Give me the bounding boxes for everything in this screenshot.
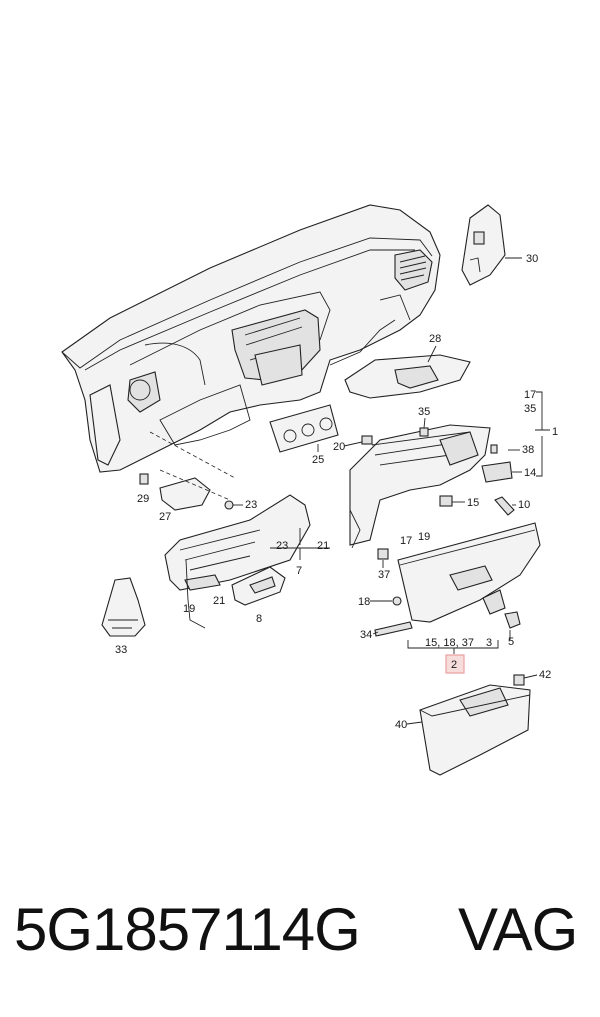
label-37: 37 [378,569,390,581]
callout-labels: 30 28 17 35 1 35 20 38 14 15 10 29 27 23… [115,253,558,731]
label-8: 8 [256,613,262,625]
leader-lines [233,417,538,725]
highlight-box [445,654,465,674]
label-38: 38 [522,444,534,456]
label-19-a: 19 [418,531,430,543]
label-14: 14 [524,467,536,479]
label-42: 42 [539,669,551,681]
label-34: 34 [360,629,372,641]
label-33: 33 [115,644,127,656]
small-parts [139,427,525,686]
label-29: 29 [137,493,149,505]
part-number: 5G1857114G [14,896,361,963]
label-28: 28 [429,333,441,345]
label-1: 1 [552,426,558,438]
storage-box [419,684,531,776]
parts-diagram: 30 28 17 35 1 35 20 38 14 15 10 29 27 23… [61,204,558,776]
label-5: 5 [508,636,514,648]
label-21-b: 21 [213,595,225,607]
brand-name: VAG [458,896,578,963]
label-35: 35 [418,406,430,418]
label-7: 7 [296,565,302,577]
label-10: 10 [518,499,530,511]
label-17: 17 [524,389,536,401]
label-20: 20 [333,441,345,453]
label-40: 40 [395,719,407,731]
label-2: 2 [451,659,457,671]
label-3: 3 [486,637,492,649]
glovebox-frame [349,391,550,549]
glovebox-lid [397,522,541,654]
shift-gaiter [101,577,146,637]
label-21-a: 21 [317,540,329,552]
storage-tray [231,566,286,606]
label-35-top: 35 [524,403,536,415]
dashboard-panel [61,204,441,473]
top-cover-panel [344,345,471,399]
part-number-caption: 5G1857114G VAG [14,895,594,975]
label-25: 25 [312,454,324,466]
label-30: 30 [526,253,538,265]
label-18: 18 [358,596,370,608]
label-17-b: 17 [400,535,412,547]
label-23-b: 23 [276,540,288,552]
label-27: 27 [159,511,171,523]
label-23-a: 23 [245,499,257,511]
label-group-15-18-37: 15, 18, 37 [425,637,474,649]
label-15: 15 [467,497,479,509]
label-19-b: 19 [183,603,195,615]
knee-trim-panel [164,494,330,591]
side-end-panel [461,204,522,286]
climate-control-panel [269,404,339,453]
